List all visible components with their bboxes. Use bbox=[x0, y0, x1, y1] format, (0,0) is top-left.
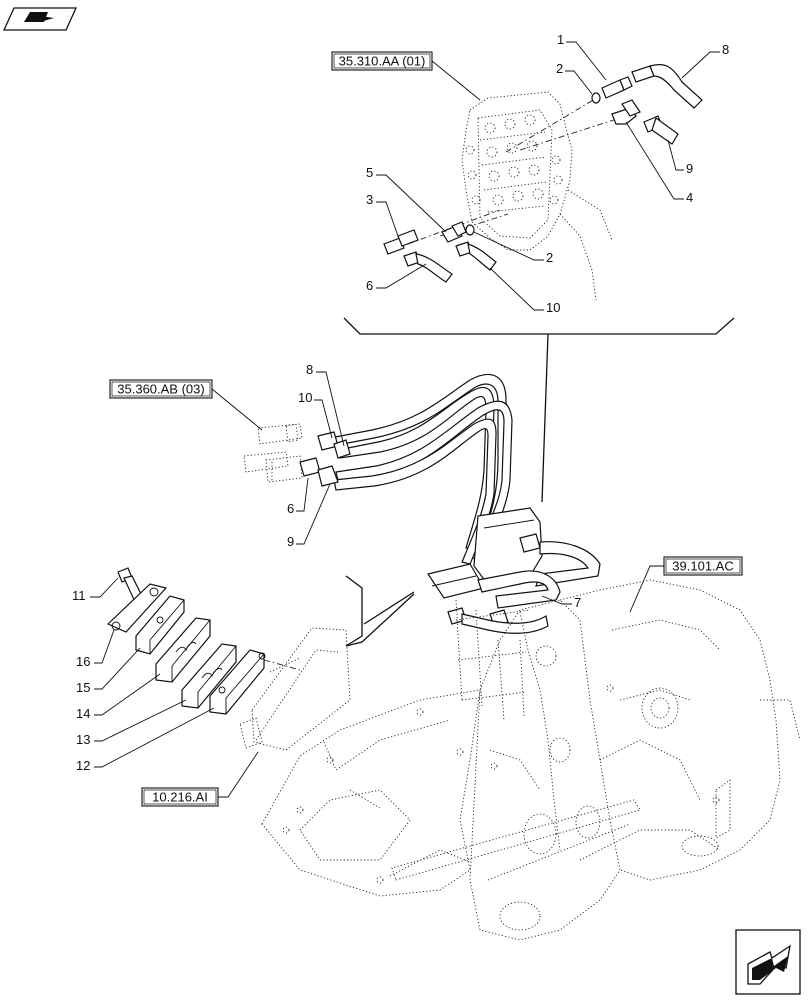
reference-35-310-aa[interactable]: 35.310.AA (01) bbox=[331, 51, 433, 71]
callout-number: 2 bbox=[546, 250, 553, 265]
elbow-middle bbox=[441, 221, 467, 243]
book-pointer-icon[interactable] bbox=[2, 7, 78, 31]
clamp-callouts: 11 16 15 14 13 12 bbox=[72, 577, 215, 773]
callout-number: 15 bbox=[76, 680, 90, 695]
chassis-frame bbox=[239, 575, 801, 941]
hose-routing-assembly bbox=[243, 373, 601, 634]
o-ring bbox=[591, 92, 601, 104]
reference-39-101-ac[interactable]: 39.101.AC bbox=[663, 556, 743, 576]
callout-number: 10 bbox=[546, 300, 560, 315]
hose-left bbox=[403, 251, 453, 283]
cover-plate bbox=[106, 583, 168, 633]
control-valve-detail bbox=[407, 91, 621, 301]
o-ring bbox=[465, 224, 475, 236]
adapter-left bbox=[383, 229, 419, 255]
callout-number: 7 bbox=[574, 595, 581, 610]
clamp-half-upper bbox=[135, 595, 185, 655]
callout-number: 3 bbox=[366, 192, 373, 207]
callout-number: 4 bbox=[686, 190, 693, 205]
callout-number: 10 bbox=[298, 390, 312, 405]
callout-number: 9 bbox=[686, 161, 693, 176]
reference-label: 35.360.AB (03) bbox=[117, 382, 204, 397]
next-page-arrow-icon[interactable] bbox=[735, 929, 801, 995]
hose-lower bbox=[643, 115, 679, 145]
hose-end-fittings bbox=[299, 431, 351, 487]
clamp-parts bbox=[106, 567, 301, 715]
callout-number: 8 bbox=[722, 42, 729, 57]
callout-number: 6 bbox=[366, 278, 373, 293]
callout-number: 6 bbox=[287, 501, 294, 516]
hose-upper bbox=[631, 63, 703, 109]
clamp-body bbox=[155, 617, 211, 683]
callout-number: 8 bbox=[306, 362, 313, 377]
auxiliary-valve-block bbox=[427, 507, 601, 634]
callout-number: 14 bbox=[76, 706, 90, 721]
detail-bracket bbox=[343, 317, 735, 503]
callout-number: 2 bbox=[556, 61, 563, 76]
clamp-half-lower bbox=[209, 649, 266, 715]
reference-10-216-ai[interactable]: 10.216.AI bbox=[141, 787, 219, 807]
callout-number: 12 bbox=[76, 758, 90, 773]
reference-35-360-ab[interactable]: 35.360.AB (03) bbox=[109, 379, 213, 399]
top-detail-parts bbox=[383, 63, 703, 283]
elbow-adapter bbox=[611, 99, 641, 125]
hose-middle bbox=[455, 241, 497, 271]
reference-label: 39.101.AC bbox=[672, 559, 733, 574]
clamp-body-lower bbox=[181, 643, 237, 709]
top-callouts: 1 2 8 9 4 5 3 6 2 10 bbox=[366, 32, 729, 315]
callout-number: 5 bbox=[366, 165, 373, 180]
adapter-straight bbox=[601, 76, 633, 99]
callout-number: 9 bbox=[287, 534, 294, 549]
reference-label: 10.216.AI bbox=[152, 790, 208, 805]
callout-number: 16 bbox=[76, 654, 90, 669]
callout-number: 11 bbox=[72, 588, 86, 603]
callout-number: 13 bbox=[76, 732, 90, 747]
existing-lines bbox=[243, 423, 303, 483]
reference-label: 35.310.AA (01) bbox=[339, 54, 426, 69]
middle-callouts: 8 10 6 9 7 bbox=[287, 362, 581, 610]
callout-number: 1 bbox=[557, 32, 564, 47]
